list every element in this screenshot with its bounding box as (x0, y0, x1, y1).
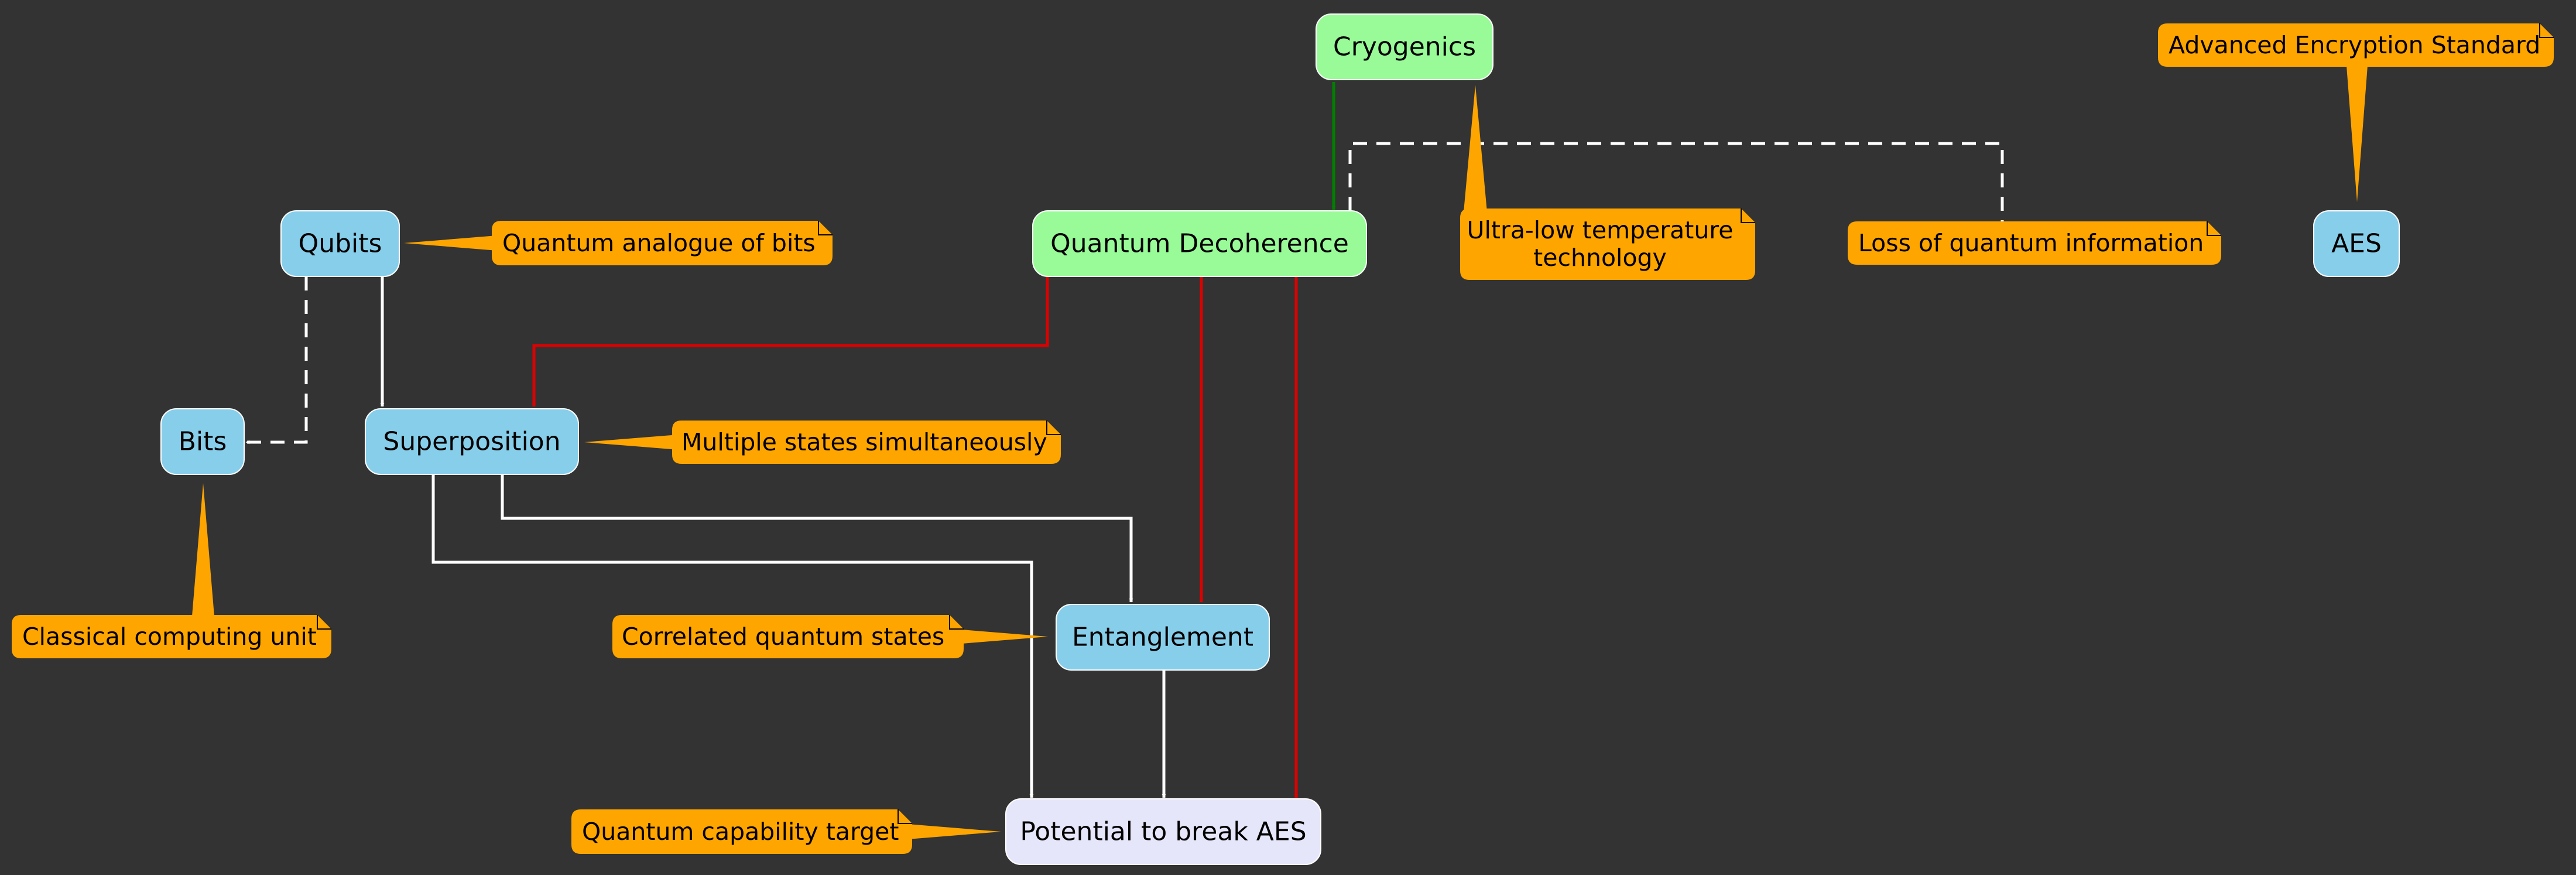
note-qubits-text: Quantum analogue of bits (502, 229, 816, 257)
node-potential-to-break-aes-label: Potential to break AES (1020, 817, 1306, 847)
note-target-text: Quantum capability target (582, 818, 899, 846)
note-bits-text: Classical computing unit (22, 623, 317, 651)
node-cryogenics[interactable]: Cryogenics (1316, 13, 1493, 80)
note-target: Quantum capability target (571, 809, 1001, 854)
note-bits: Classical computing unit (12, 483, 331, 658)
node-entanglement[interactable]: Entanglement (1056, 604, 1270, 671)
node-potential-to-break-aes[interactable]: Potential to break AES (1005, 798, 1321, 865)
node-aes[interactable]: AES (2313, 210, 2400, 277)
edge-qubits-to-bits (245, 276, 308, 445)
note-cryogenics-text-line2: technology (1533, 244, 1667, 272)
node-quantum-decoherence[interactable]: Quantum Decoherence (1032, 210, 1367, 277)
note-aes: Advanced Encryption Standard (2158, 23, 2554, 202)
node-superposition-label: Superposition (383, 427, 560, 457)
note-aes-text: Advanced Encryption Standard (2169, 31, 2540, 59)
node-entanglement-label: Entanglement (1072, 623, 1253, 652)
note-cryogenics-text-line1: Ultra-low temperature (1467, 216, 1733, 244)
note-cryogenics: Ultra-low temperature technology (1460, 85, 1755, 280)
note-superposition: Multiple states simultaneously (584, 421, 1061, 464)
note-superposition-text: Multiple states simultaneously (681, 428, 1047, 456)
note-entanglement: Correlated quantum states (612, 615, 1048, 658)
node-qubits-label: Qubits (299, 229, 382, 259)
node-qubits[interactable]: Qubits (280, 210, 400, 277)
node-superposition[interactable]: Superposition (365, 408, 579, 475)
node-cryogenics-label: Cryogenics (1333, 32, 1476, 62)
edge-superposition-to-entanglement (501, 474, 1133, 603)
edge-decoherence-note-connector (1348, 142, 2004, 221)
note-decoherence: Loss of quantum information (1848, 221, 2221, 265)
note-decoherence-text: Loss of quantum information (1858, 229, 2204, 257)
node-quantum-decoherence-label: Quantum Decoherence (1050, 229, 1349, 259)
edge-superposition-to-target (431, 474, 1034, 798)
edge-decoherence-to-superposition (532, 276, 1049, 407)
node-bits-label: Bits (179, 427, 227, 457)
note-entanglement-text: Correlated quantum states (622, 623, 944, 651)
node-aes-label: AES (2331, 229, 2382, 259)
note-qubits: Quantum analogue of bits (404, 221, 833, 265)
node-bits[interactable]: Bits (160, 408, 245, 475)
